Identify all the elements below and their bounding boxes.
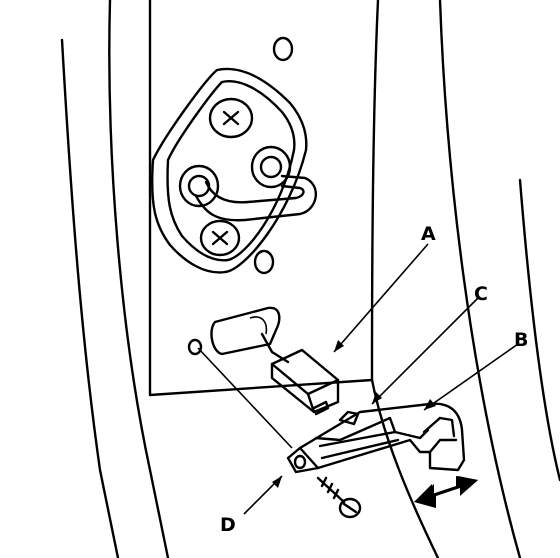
label-a: A bbox=[421, 223, 436, 245]
door-jamb bbox=[60, 0, 560, 558]
leader-d-top bbox=[197, 347, 293, 449]
leader-b bbox=[423, 343, 519, 411]
leader-c bbox=[371, 297, 479, 405]
screw bbox=[316, 476, 362, 519]
label-d: D bbox=[220, 514, 236, 536]
label-c: C bbox=[474, 283, 488, 305]
connector-a bbox=[270, 348, 340, 416]
label-b: B bbox=[514, 329, 528, 351]
switch-opening bbox=[210, 306, 290, 364]
door-striker bbox=[150, 67, 317, 274]
door-switch-b bbox=[286, 402, 466, 474]
leader-a bbox=[333, 243, 429, 353]
upper-mounting-hole bbox=[272, 36, 294, 62]
mounting-holes bbox=[187, 36, 294, 356]
clip-hole bbox=[187, 338, 203, 356]
slide-direction-arrow-icon bbox=[414, 476, 478, 508]
leader-lines bbox=[197, 243, 519, 515]
lower-mounting-hole bbox=[253, 249, 275, 275]
